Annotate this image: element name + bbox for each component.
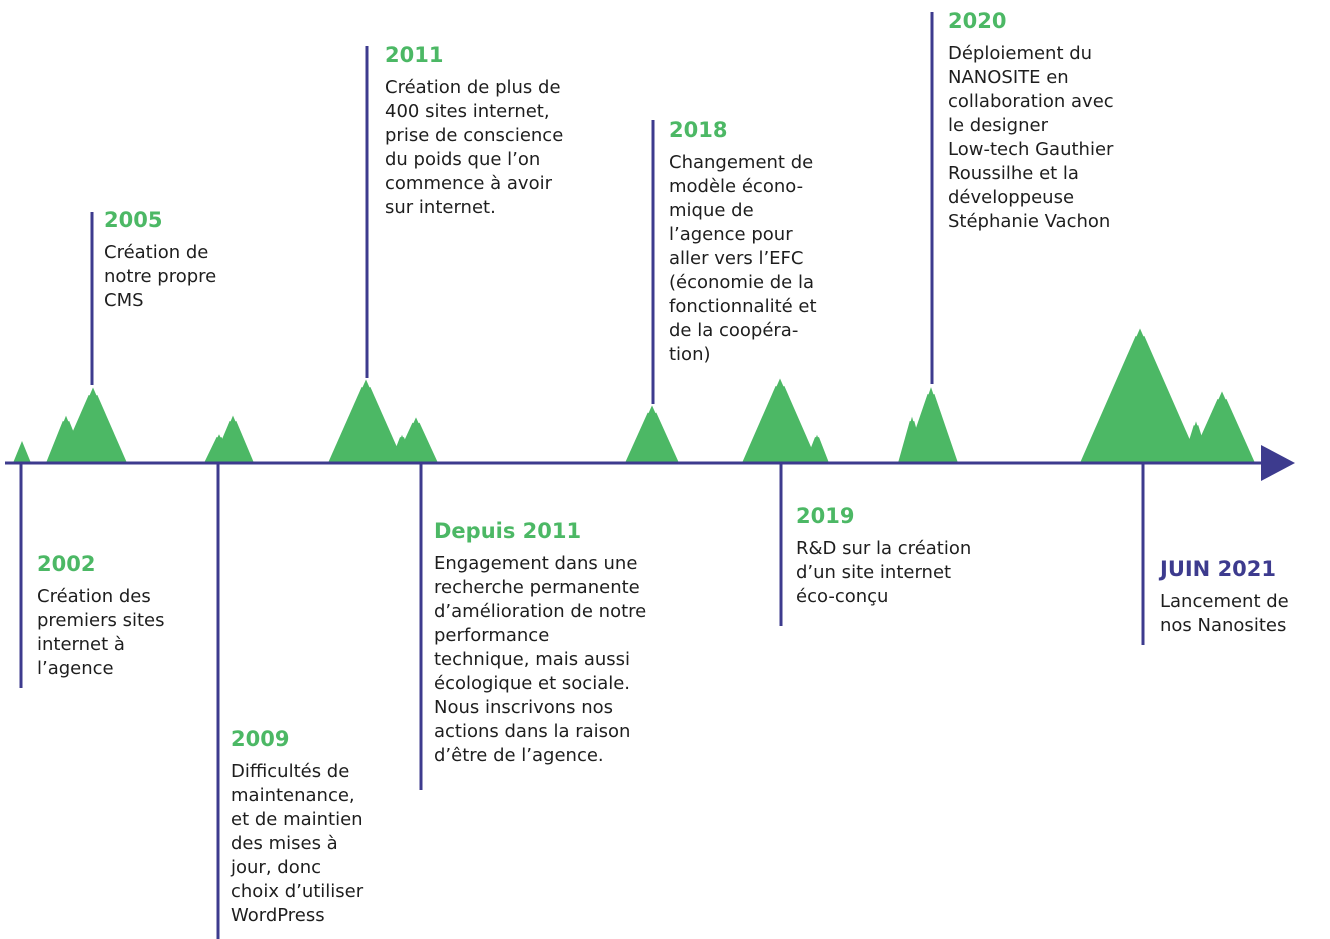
event-juin-2021: JUIN 2021 Lancement de nos Nanosites	[1160, 556, 1289, 638]
event-year: 2019	[796, 504, 855, 528]
event-year: 2005	[104, 208, 163, 232]
snow-cap	[61, 410, 71, 422]
snow-cap	[228, 410, 238, 422]
event-description: Création de plus de 400 sites internet, …	[385, 77, 564, 218]
event-2005: 2005 Création de notre propre CMS	[104, 207, 216, 313]
mountain-icon	[1189, 389, 1255, 463]
mountain-icon	[904, 384, 958, 463]
event-depuis-2011: Depuis 2011 Engagement dans une recherch…	[434, 518, 646, 768]
snow-cap	[1192, 414, 1200, 426]
mountain-icon	[212, 413, 254, 463]
event-2020: 2020 Déploiement du NANOSITE en collabor…	[948, 8, 1114, 234]
mountain-icon	[59, 385, 127, 463]
event-connectors	[19, 12, 1145, 939]
mountain-icon	[625, 403, 679, 463]
mountain-icon	[1080, 326, 1200, 463]
arrow-right-icon	[1261, 445, 1295, 481]
snow-cap	[1216, 386, 1228, 400]
event-year: 2018	[669, 118, 728, 142]
mountain-icon	[394, 415, 438, 463]
event-2018: 2018 Changement de modèle écono- mique d…	[669, 117, 817, 367]
event-description: Déploiement du NANOSITE en collaboration…	[948, 43, 1114, 232]
mountain-icon	[805, 432, 829, 463]
event-description: Lancement de nos Nanosites	[1160, 591, 1289, 636]
event-2009: 2009 Difficultés de maintenance, et de m…	[231, 726, 363, 928]
event-year: Depuis 2011	[434, 519, 582, 543]
event-2019: 2019 R&D sur la création d’un site inter…	[796, 503, 971, 609]
event-description: Création de notre propre CMS	[104, 242, 217, 311]
event-description: Changement de modèle écono- mique de l’a…	[669, 152, 817, 365]
event-year: 2020	[948, 9, 1007, 33]
snow-cap	[411, 412, 421, 424]
event-2002: 2002 Création des premiers sites interne…	[37, 551, 165, 681]
event-description: Difficultés de maintenance, et de mainti…	[231, 761, 364, 926]
mountain-range	[13, 323, 1255, 463]
mountain-icon	[328, 377, 404, 463]
event-year: 2009	[231, 727, 290, 751]
snow-cap	[774, 373, 786, 387]
mountain-icon	[742, 376, 818, 463]
event-description: R&D sur la création d’un site internet é…	[796, 538, 972, 607]
event-year: JUIN 2021	[1160, 557, 1277, 581]
event-2011: 2011 Création de plus de 400 sites inter…	[385, 42, 563, 220]
event-description: Engagement dans une recherche permanente…	[434, 553, 647, 766]
event-year: 2011	[385, 43, 444, 67]
mountain-icon	[13, 441, 31, 463]
snow-cap	[814, 429, 820, 438]
snow-cap	[399, 429, 405, 438]
snow-cap	[215, 429, 223, 438]
event-year: 2002	[37, 552, 96, 576]
snow-cap	[908, 409, 916, 422]
snow-cap	[1134, 323, 1146, 337]
event-description: Création des premiers sites internet à l…	[37, 586, 165, 679]
